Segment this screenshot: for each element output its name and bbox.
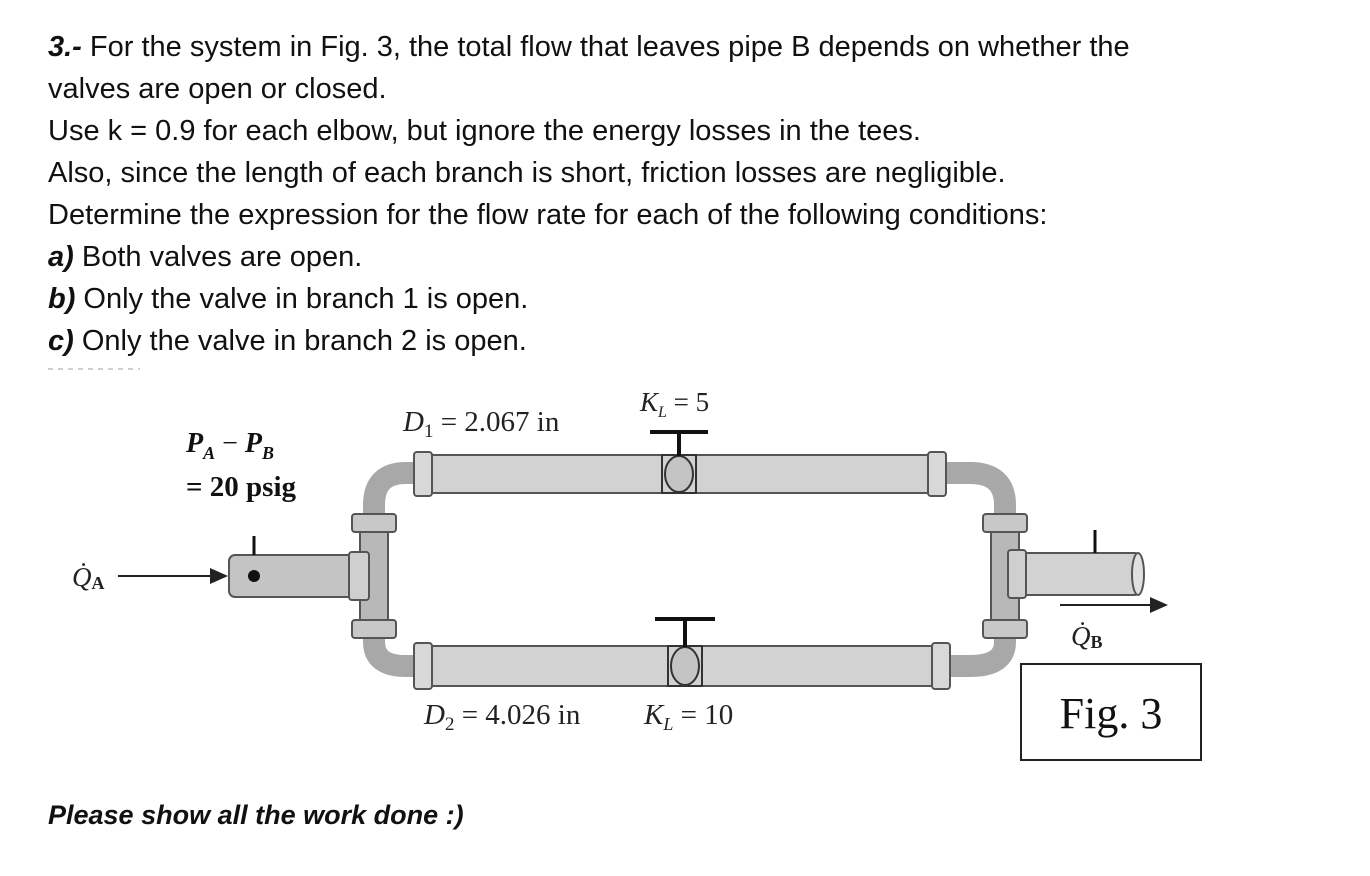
elbow-right-top: [944, 462, 1016, 520]
left-tee-flange-top: [351, 513, 397, 533]
outlet-pipe-end: [1131, 552, 1145, 596]
condition-b-label: b): [48, 283, 76, 315]
problem-line-2-text: valves are open or closed.: [48, 73, 387, 105]
problem-number: 3.-: [48, 31, 82, 63]
pressure-label-line2: = 20 psig: [186, 471, 296, 503]
problem-statement: 3.- For the system in Fig. 3, the total …: [48, 26, 1338, 362]
problem-line-3-text: Use k = 0.9 for each elbow, but ignore t…: [48, 115, 921, 147]
condition-c: c) Only the valve in branch 2 is open.: [48, 320, 1338, 362]
condition-c-text: Only the valve in branch 2 is open.: [73, 325, 527, 357]
problem-line-3: Use k = 0.9 for each elbow, but ignore t…: [48, 110, 1338, 152]
outlet-flange: [1007, 549, 1027, 599]
d1-label: D1 = 2.067 in: [402, 406, 560, 442]
branch-2-flange-right: [931, 642, 951, 690]
branch-2-flange-left: [413, 642, 433, 690]
kl1-label: KL = 5: [639, 387, 709, 421]
problem-line-4-text: Also, since the length of each branch is…: [48, 157, 1006, 189]
branch-1-flange-left: [413, 451, 433, 497]
condition-b-text: Only the valve in branch 1 is open.: [75, 283, 529, 315]
right-tee-flange-bottom: [982, 619, 1028, 639]
inlet-pressure-tap: [248, 570, 260, 582]
kl2-label: KL = 10: [643, 699, 733, 734]
problem-line-4: Also, since the length of each branch is…: [48, 152, 1338, 194]
inlet-flange: [348, 551, 370, 601]
left-tee-flange-bottom: [351, 619, 397, 639]
branch-1-flange-right: [927, 451, 947, 497]
footer-note: Please show all the work done :): [48, 800, 464, 830]
problem-line-5: Determine the expression for the flow ra…: [48, 194, 1338, 236]
condition-b: b) Only the valve in branch 1 is open.: [48, 278, 1338, 320]
fig-caption-box: [1020, 663, 1202, 761]
condition-a: a) Both valves are open.: [48, 236, 1338, 278]
pressure-label-line1: PA − PB: [185, 428, 274, 463]
problem-line-5-text: Determine the expression for the flow ra…: [48, 199, 1048, 231]
elbow-left-top: [363, 462, 418, 520]
qa-label: Q̇A: [72, 562, 105, 593]
right-tee-flange-top: [982, 513, 1028, 533]
condition-a-label: a): [48, 241, 74, 273]
problem-line-1-text: For the system in Fig. 3, the total flow…: [81, 31, 1130, 63]
condition-c-label: c): [48, 325, 74, 357]
fig-caption: Fig. 3: [1060, 689, 1163, 738]
qb-label: Q̇B: [1071, 621, 1103, 652]
d2-label: D2 = 4.026 in: [423, 699, 581, 735]
elbow-right-bottom: [944, 628, 1016, 677]
valve-2: [655, 617, 715, 687]
problem-line-1: 3.- For the system in Fig. 3, the total …: [48, 26, 1338, 68]
elbow-left-bottom: [363, 628, 418, 677]
condition-a-text: Both valves are open.: [73, 241, 363, 273]
problem-line-2: valves are open or closed.: [48, 68, 1338, 110]
outlet-pipe-b: [1018, 552, 1140, 596]
valve-1: [650, 430, 708, 494]
